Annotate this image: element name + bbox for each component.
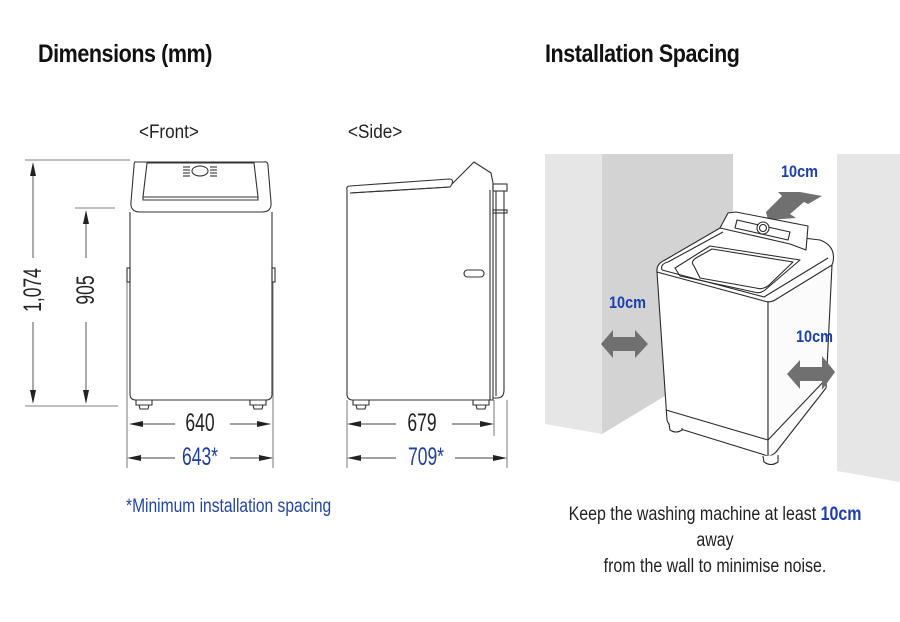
installation-illustration — [545, 154, 900, 482]
right-wall — [837, 154, 900, 482]
caption-line2: from the wall to minimise noise. — [603, 556, 827, 577]
caption-highlight: 10cm — [820, 504, 862, 525]
side-view-drawing — [346, 161, 508, 468]
dimensions-title: Dimensions (mm) — [38, 40, 212, 68]
min-spacing-footnote: *Minimum installation spacing — [126, 496, 332, 517]
back-spacing-label: 10cm — [781, 162, 818, 181]
front-width-value: 640 — [185, 409, 215, 437]
left-spacing-arrow — [601, 330, 648, 358]
side-min-depth-value: 709* — [407, 443, 445, 471]
caption-text-before: Keep the washing machine at least — [568, 504, 821, 525]
right-spacing-arrow — [787, 356, 835, 390]
caption-text-after: away — [696, 530, 734, 551]
back-spacing-arrow — [766, 192, 822, 220]
right-spacing-label: 10cm — [796, 327, 833, 346]
installation-spacing-title: Installation Spacing — [545, 40, 740, 68]
front-view-drawing — [25, 159, 276, 468]
side-view-label: <Side> — [348, 122, 403, 143]
side-depth-value: 679 — [407, 409, 437, 437]
front-view-label: <Front> — [139, 122, 199, 143]
front-min-width-value: 643* — [181, 443, 219, 471]
installation-caption: Keep the washing machine at least 10cm a… — [555, 502, 874, 580]
left-wall — [545, 154, 602, 434]
left-spacing-label: 10cm — [609, 293, 646, 312]
